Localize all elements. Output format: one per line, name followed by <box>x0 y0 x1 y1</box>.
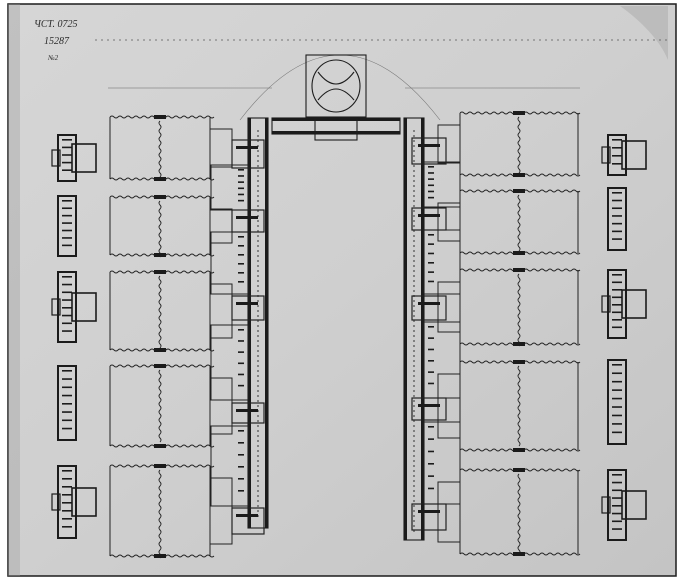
left-ward-1 <box>109 115 233 181</box>
annotation-archive-code: ЧСТ. 0725 <box>34 19 78 30</box>
far-left-pavilion-4 <box>57 365 77 441</box>
far-right-pavilions <box>601 134 647 541</box>
top-pavilion <box>305 54 367 118</box>
left-stair-4 <box>231 402 265 424</box>
annotation-number: 15287 <box>44 36 70 47</box>
far-right-pavilion-1 <box>601 134 647 176</box>
left-stair-5 <box>231 507 265 535</box>
far-left-pavilion-2 <box>57 195 77 257</box>
far-right-pavilion-4 <box>607 359 627 445</box>
left-wards <box>109 115 233 559</box>
far-left-pavilion-5 <box>51 465 97 539</box>
far-left-pavilions <box>51 134 97 539</box>
right-stair-1 <box>411 137 447 165</box>
right-wards <box>437 111 581 556</box>
paper-sheet <box>7 3 677 577</box>
left-connectors <box>210 139 265 535</box>
far-right-pavilion-3 <box>601 269 647 339</box>
far-right-pavilion-2 <box>607 187 627 251</box>
left-corridor <box>247 117 269 529</box>
left-ward-2 <box>109 195 233 258</box>
far-left-pavilion-3 <box>51 271 97 343</box>
left-stair-3 <box>231 295 265 321</box>
far-right-pavilion-5 <box>601 469 647 541</box>
right-connectors <box>411 137 461 531</box>
right-stair-3 <box>411 295 447 321</box>
far-left-pavilion-1 <box>51 134 97 182</box>
top-gallery <box>271 117 401 141</box>
annotation-sheet-no: №2 <box>47 54 59 62</box>
fold-shadow <box>8 4 20 576</box>
left-ward-4 <box>109 364 233 448</box>
